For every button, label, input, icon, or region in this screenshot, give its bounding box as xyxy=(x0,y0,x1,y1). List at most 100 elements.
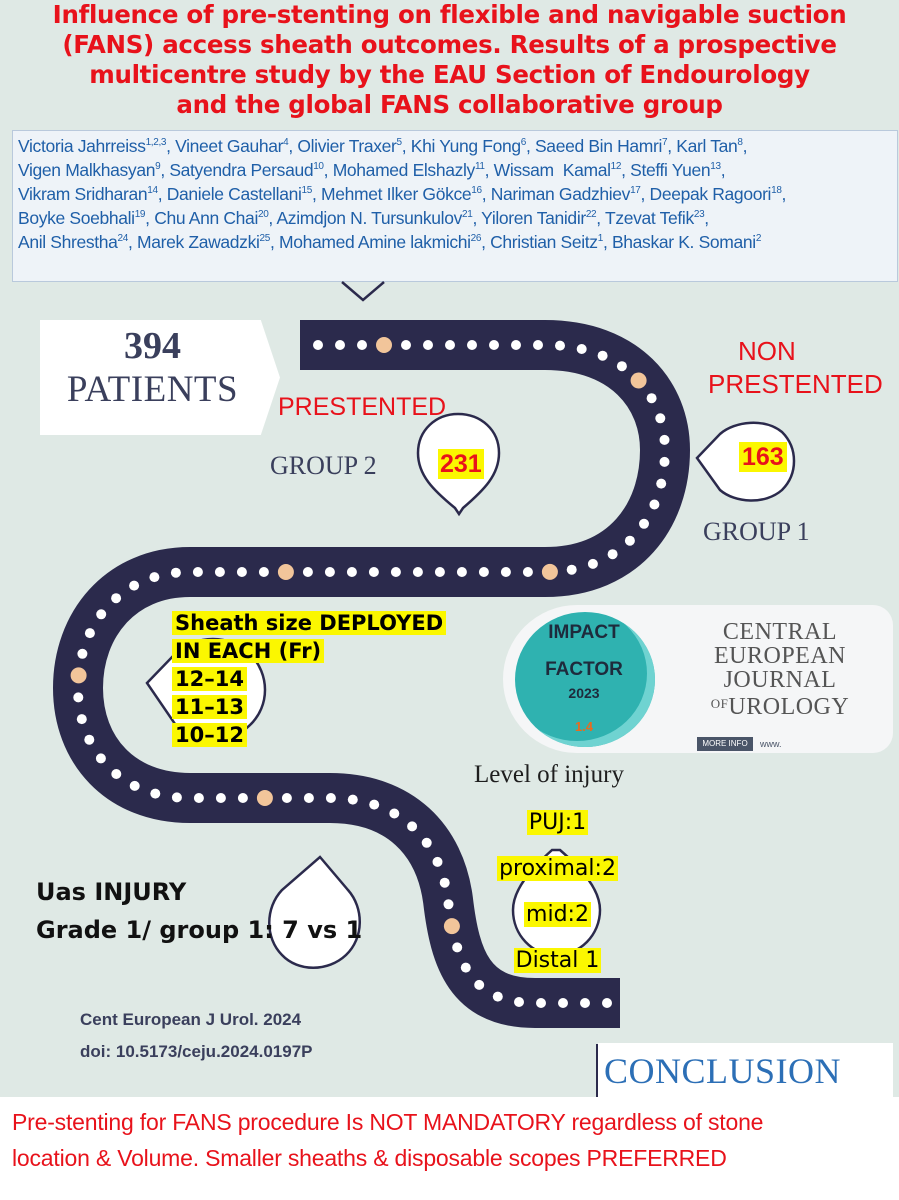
more-info-button[interactable]: MORE INFO xyxy=(697,737,753,751)
road-dot xyxy=(215,793,226,803)
sheath-size-1: 12–14 xyxy=(172,667,247,691)
sheath-heading-line2: IN EACH (Fr) xyxy=(172,639,325,663)
road-dot xyxy=(84,628,95,639)
patients-label: PATIENTS xyxy=(66,369,239,410)
journal-url: www. xyxy=(760,739,782,749)
road-dot xyxy=(467,340,477,350)
badge-line1: IMPACT xyxy=(548,622,620,643)
road-dot xyxy=(390,567,401,577)
road-dot xyxy=(566,564,577,575)
sheath-heading-line1: Sheath size DEPLOYED xyxy=(172,611,447,635)
journal-name: CENTRAL EUROPEAN JOURNAL OFUROLOGY xyxy=(710,619,850,720)
road-dot xyxy=(602,998,612,1008)
road-dot xyxy=(193,793,204,803)
road-dot xyxy=(303,793,314,803)
road-dot xyxy=(500,567,511,577)
road-accent-dot xyxy=(70,667,87,684)
road-dot xyxy=(76,714,87,725)
road-dot xyxy=(576,344,587,354)
group1-status-line2: PRESTENTED xyxy=(708,369,883,399)
road-dot xyxy=(192,567,203,577)
road-dot xyxy=(655,413,666,424)
road-dot xyxy=(597,350,608,361)
road-dot xyxy=(456,567,467,577)
road-dot xyxy=(357,340,367,350)
road-dot xyxy=(460,962,471,973)
road-dot xyxy=(111,593,122,604)
uas-map-pin-icon xyxy=(268,855,361,969)
road-dot xyxy=(369,799,380,810)
badge-line2: FACTOR xyxy=(545,659,623,680)
road-dot xyxy=(445,340,455,350)
patients-count: 394 xyxy=(124,325,181,367)
road-dot xyxy=(258,567,269,577)
road-dot xyxy=(646,393,657,404)
road-dot xyxy=(401,340,411,350)
road-dot xyxy=(347,794,358,805)
sheath-size-2: 11–13 xyxy=(172,695,247,719)
road-dot xyxy=(324,567,335,577)
title-line-4: and the global FANS collaborative group xyxy=(176,90,723,119)
group1-status-line1: NON xyxy=(738,336,796,366)
road-dot xyxy=(412,567,423,577)
road-dot xyxy=(96,609,107,620)
road-accent-dot xyxy=(541,563,558,580)
road-accent-dot xyxy=(376,337,392,353)
road-accent-dot xyxy=(443,918,460,935)
authors-list: Victoria Jahrreiss1,2,3, Vineet Gauhar4,… xyxy=(18,134,894,254)
conclusion-line2: location & Volume. Smaller sheaths & dis… xyxy=(12,1145,727,1171)
road-dot xyxy=(474,979,485,990)
group2-count: 231 xyxy=(438,449,484,479)
road-dot xyxy=(659,434,670,445)
road-dot xyxy=(335,340,345,350)
road-dot xyxy=(432,856,443,867)
road-dot xyxy=(325,793,336,803)
road-dot xyxy=(514,997,524,1007)
road-dot xyxy=(150,788,161,799)
road-dot xyxy=(659,456,670,467)
conclusion-line1: Pre-stenting for FANS procedure Is NOT M… xyxy=(12,1109,764,1135)
road-dot xyxy=(170,567,181,578)
road-dot xyxy=(434,567,445,577)
road-dot xyxy=(171,792,182,803)
sheath-size-3: 10–12 xyxy=(172,723,247,747)
road-dot xyxy=(129,780,140,791)
sheath-panel: Sheath size DEPLOYED IN EACH (Fr) 12–14 … xyxy=(172,609,447,749)
authors-line-4: Boyke Soebhali19, Chu Ann Chai20, Azimdj… xyxy=(18,208,709,228)
road-dot xyxy=(407,821,418,832)
title-line-2: (FANS) access sheath outcomes. Results o… xyxy=(62,30,837,59)
road-dot xyxy=(281,793,292,803)
authors-line-2: Vigen Malkhasyan9, Satyendra Persaud10, … xyxy=(18,160,726,180)
road-dot xyxy=(84,734,95,745)
uas-line1: Uas INJURY xyxy=(36,878,187,906)
road-dot xyxy=(558,998,568,1008)
injury-item-puj: PUJ:1 xyxy=(526,810,589,835)
road-dot xyxy=(616,361,627,372)
injury-list: PUJ:1 proximal:2 mid:2 Distal 1 xyxy=(470,800,645,984)
injury-item-distal: Distal 1 xyxy=(513,948,602,973)
group2-label: GROUP 2 xyxy=(270,451,377,480)
badge-year: 2023 xyxy=(568,685,600,701)
group2-status: PRESTENTED xyxy=(278,393,447,421)
authors-line-5: Anil Shrestha24, Marek Zawadzki25, Moham… xyxy=(18,232,762,252)
road-dot xyxy=(555,340,565,351)
road-dot xyxy=(73,692,84,703)
road-dot xyxy=(587,558,598,569)
road-dot xyxy=(389,808,400,819)
impact-factor-badge xyxy=(515,612,655,747)
road-dot xyxy=(580,998,590,1008)
road-dot xyxy=(649,499,660,510)
road-dot xyxy=(452,942,463,953)
road-dot xyxy=(423,340,433,350)
uas-grade-value: 7 vs 1 xyxy=(282,916,363,944)
injury-heading: Level of injury xyxy=(474,761,624,788)
road-dots xyxy=(70,337,670,1008)
citation-line1: Cent European J Urol. 2024 xyxy=(80,1010,302,1029)
authors-panel xyxy=(12,130,898,282)
road-dot xyxy=(536,998,546,1008)
road-dot xyxy=(302,567,313,577)
conclusion-heading-box xyxy=(598,1043,893,1097)
road-dot xyxy=(129,580,140,591)
road-accent-dot xyxy=(256,790,273,806)
road-dot xyxy=(346,567,357,577)
